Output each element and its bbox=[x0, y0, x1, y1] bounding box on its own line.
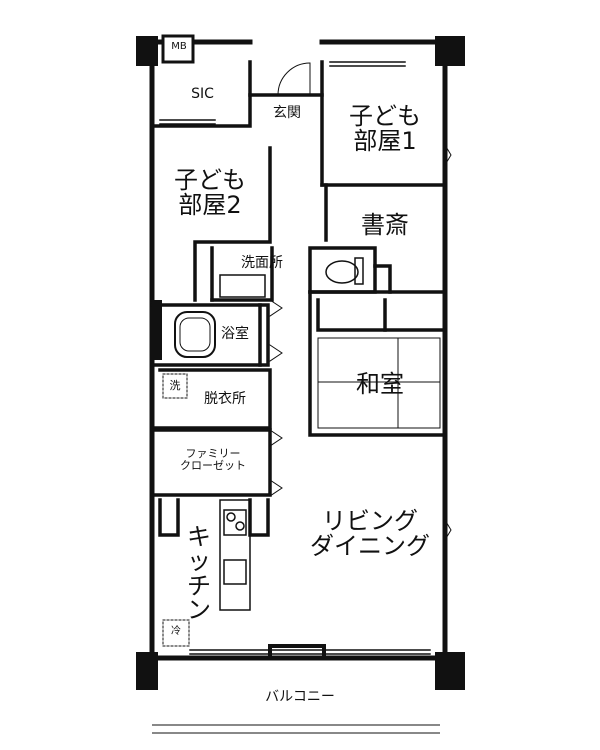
kitchen-counter bbox=[219, 499, 251, 611]
child-room-1-label: 子ども 部屋1 bbox=[349, 102, 421, 156]
sic-label: SIC bbox=[191, 86, 214, 102]
toilet bbox=[325, 257, 364, 285]
child-room-2-label: 子ども 部屋2 bbox=[174, 166, 246, 220]
mb-label: MB bbox=[171, 41, 187, 52]
living-dining-label: リビング ダイニング bbox=[310, 507, 430, 561]
mb-box bbox=[161, 34, 195, 64]
family-closet-label: ファミリー クローゼット bbox=[180, 447, 246, 472]
fridge-label: 冷 bbox=[171, 626, 181, 637]
study-label: 書斎 bbox=[361, 211, 409, 239]
washer-label: 洗 bbox=[169, 379, 181, 392]
appliance-boxes bbox=[162, 373, 190, 647]
dressing-room-label: 脱衣所 bbox=[204, 391, 246, 407]
bathroom-label: 浴室 bbox=[221, 326, 249, 342]
interior-walls bbox=[150, 60, 447, 537]
washroom-label: 洗面所 bbox=[241, 255, 283, 271]
corner-columns bbox=[136, 36, 465, 690]
tatami-lines bbox=[317, 337, 441, 429]
doors bbox=[269, 62, 452, 541]
wash-basin bbox=[219, 274, 266, 298]
top-windows bbox=[159, 61, 406, 125]
balcony-windows bbox=[189, 644, 431, 660]
kitchen-label: キッチン bbox=[187, 523, 211, 625]
entrance-label: 玄関 bbox=[273, 105, 301, 121]
bottom-rules bbox=[152, 724, 440, 734]
balcony-label: バルコニー bbox=[265, 689, 335, 705]
washitsu-label: 和室 bbox=[356, 370, 404, 398]
bathtub bbox=[174, 311, 216, 358]
